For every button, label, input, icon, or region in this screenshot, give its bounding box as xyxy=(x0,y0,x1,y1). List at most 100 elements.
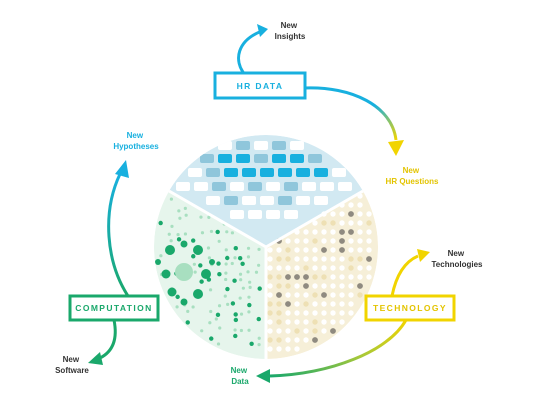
computation-dot xyxy=(247,302,252,308)
new-software-label: New Software xyxy=(55,355,89,375)
computation-dot xyxy=(230,231,235,235)
hr-data-cell xyxy=(218,141,232,150)
technology-dot xyxy=(267,346,273,352)
new-hypotheses-label: New Hypotheses xyxy=(113,131,159,151)
computation-dot xyxy=(191,238,196,243)
technology-dot xyxy=(312,247,318,253)
arrow-computation-to-hypotheses xyxy=(107,160,130,297)
technology-dot xyxy=(348,211,354,217)
technology-dot xyxy=(285,265,291,271)
hr-data-cell xyxy=(212,182,226,191)
technology-dot xyxy=(312,337,318,343)
technology-dot xyxy=(348,220,354,226)
computation-dot xyxy=(257,286,262,291)
technology-dot xyxy=(321,229,327,235)
computation-dot xyxy=(247,310,251,314)
technology-dot xyxy=(339,238,345,244)
technology-dot xyxy=(303,328,309,334)
technology-dot xyxy=(294,337,300,343)
technology-dot xyxy=(348,301,354,307)
technology-dot xyxy=(303,274,309,280)
technology-dot xyxy=(357,211,363,217)
technology-dot xyxy=(285,247,291,253)
technology-dot xyxy=(330,310,336,316)
technology-dot xyxy=(357,292,363,298)
technology-dot xyxy=(366,256,372,262)
technology-dot xyxy=(357,229,363,235)
technology-dot xyxy=(321,310,327,316)
computation-node xyxy=(180,240,188,248)
technology-dot xyxy=(357,256,363,262)
technology-dot xyxy=(339,292,345,298)
technology-dot xyxy=(339,274,345,280)
computation-dot xyxy=(169,197,174,201)
arrow-hr-data-to-insights xyxy=(237,24,268,77)
technology-dot xyxy=(339,310,345,316)
computation-dot xyxy=(215,312,221,318)
technology-dot xyxy=(294,310,300,316)
technology-dot xyxy=(294,328,300,334)
technology-dot xyxy=(312,328,318,334)
technology-dot xyxy=(276,337,282,343)
computation-dot xyxy=(207,256,211,260)
computation-dot xyxy=(217,239,221,243)
technology-dot xyxy=(312,301,318,307)
technology-dot xyxy=(339,319,345,325)
computation-dot xyxy=(238,296,242,300)
technology-dot xyxy=(321,301,327,307)
computation-dot xyxy=(192,262,196,266)
hr-data-cell xyxy=(260,168,274,177)
computation-dot xyxy=(257,263,261,267)
hr-data-cell xyxy=(296,196,310,205)
computation-node xyxy=(165,245,175,255)
technology-dot xyxy=(330,247,336,253)
technology-dot xyxy=(276,319,282,325)
technology-dot xyxy=(339,256,345,262)
technology-dot xyxy=(312,256,318,262)
hr-data-cell xyxy=(332,168,346,177)
arrow-hr-data-to-hr-questions xyxy=(303,86,404,156)
hr-data-cell xyxy=(266,182,280,191)
computation-dot xyxy=(209,229,214,234)
hr-data-cell xyxy=(248,182,262,191)
technology-dot xyxy=(339,301,345,307)
technology-dot xyxy=(312,238,318,244)
technology-dot xyxy=(321,256,327,262)
computation-dot xyxy=(208,321,212,325)
technology-dot xyxy=(339,247,345,253)
technology-dot xyxy=(285,274,291,280)
technology-dot xyxy=(312,292,318,298)
technology-dot xyxy=(303,337,309,343)
technology-dot xyxy=(339,265,345,271)
technology-dot xyxy=(303,292,309,298)
hr-data-cell xyxy=(254,154,268,163)
computation-dot xyxy=(170,224,174,228)
computation-dot xyxy=(176,232,180,237)
technology-dot xyxy=(330,283,336,289)
technology-dot xyxy=(294,301,300,307)
technology-dot xyxy=(285,238,291,244)
computation-dot xyxy=(233,328,237,332)
technology-dot xyxy=(366,229,372,235)
computation-node xyxy=(155,259,161,265)
hr-data-cell xyxy=(314,168,328,177)
new-insights-label: New Insights xyxy=(275,21,306,41)
computation-node xyxy=(209,259,215,265)
computation-dot xyxy=(246,255,251,259)
hr-data-cell xyxy=(224,168,238,177)
computation-dot xyxy=(254,270,259,274)
technology-dot xyxy=(267,319,273,325)
computation-box: COMPUTATION xyxy=(68,294,160,322)
computation-dot xyxy=(216,261,221,266)
hr-data-cell xyxy=(206,196,220,205)
computation-dot xyxy=(230,301,236,306)
computation-dot xyxy=(246,246,251,250)
computation-node xyxy=(193,289,203,299)
hr-data-cell xyxy=(320,182,334,191)
computation-dot xyxy=(209,309,213,314)
hr-data-cell xyxy=(230,182,244,191)
new-data-label: New Data xyxy=(231,366,250,386)
technology-dot xyxy=(294,346,300,352)
technology-dot xyxy=(303,247,309,253)
technology-dot xyxy=(330,211,336,217)
